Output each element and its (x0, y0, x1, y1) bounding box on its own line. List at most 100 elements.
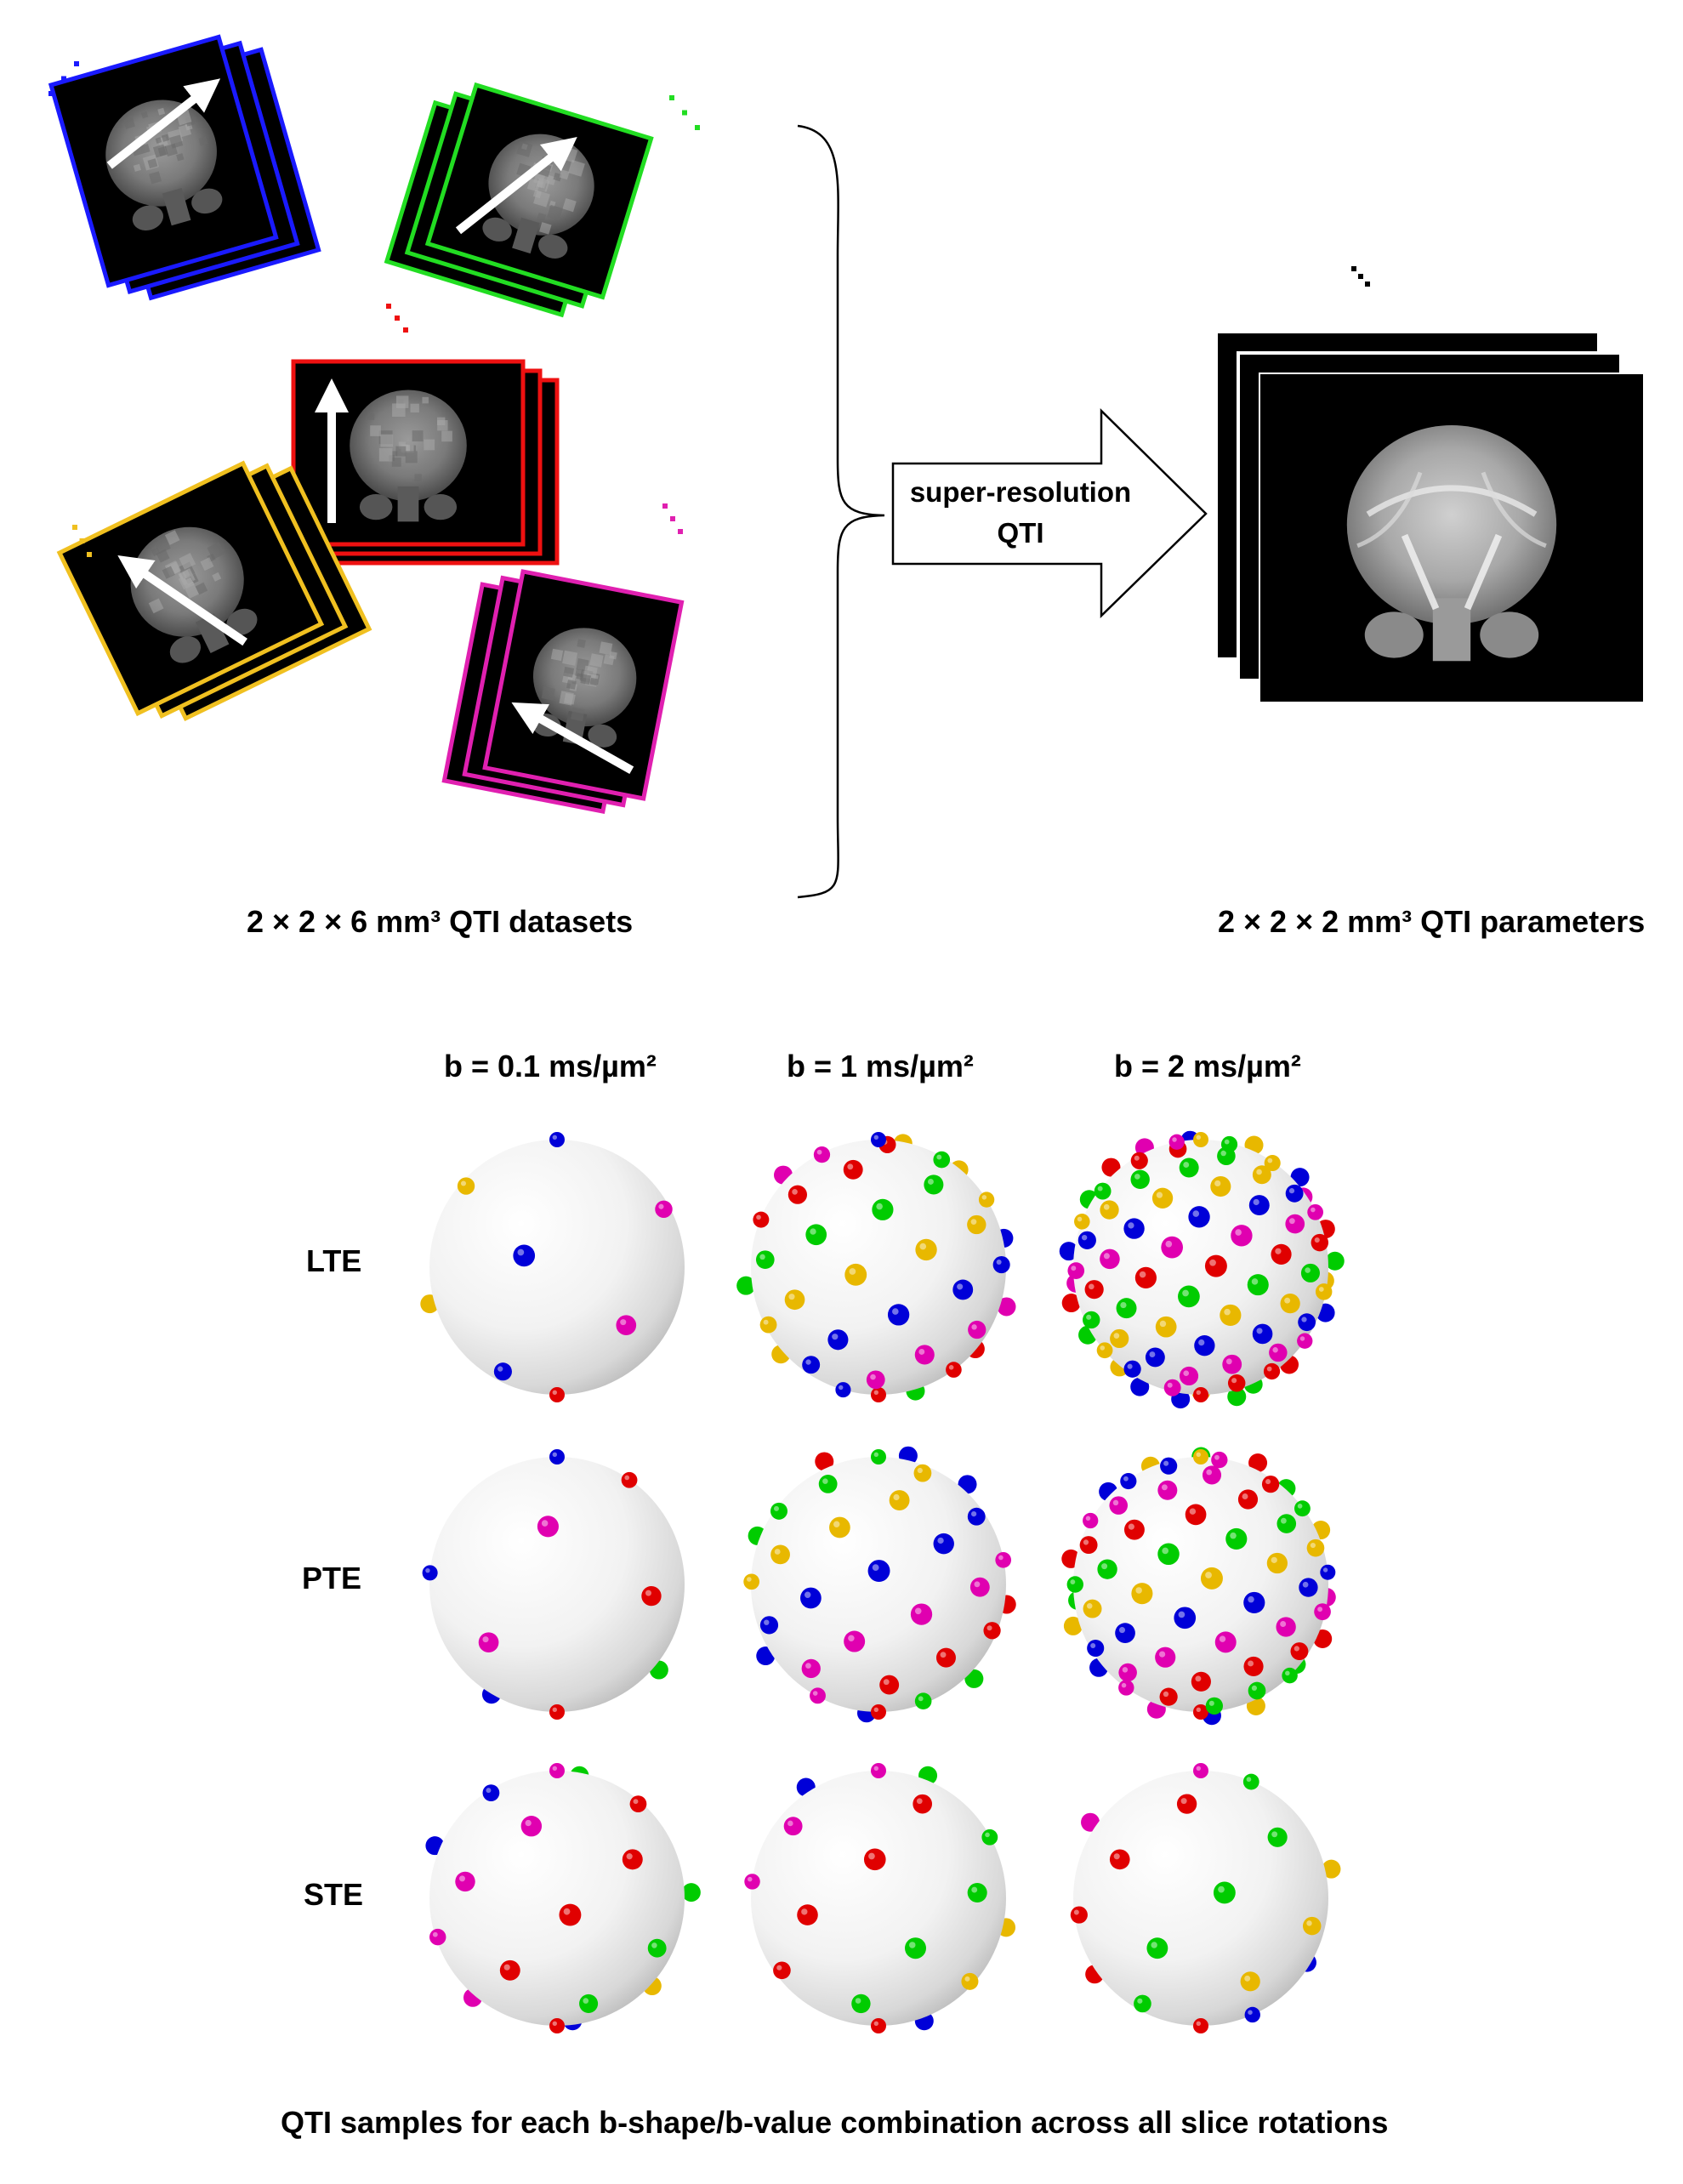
sample-point (1244, 2006, 1260, 2023)
rotation-arrow (117, 555, 247, 646)
sample-point (1109, 1496, 1129, 1515)
sample-point (829, 1516, 850, 1538)
voxel-texture (391, 457, 401, 467)
sample-highlight (1205, 1572, 1212, 1578)
sample-highlight (1302, 1581, 1309, 1588)
sample-point (770, 1544, 790, 1565)
sample-point (1243, 1656, 1264, 1677)
sample-highlight (1214, 1180, 1221, 1187)
sample-point (1134, 1994, 1151, 2013)
sample-highlight (1183, 1162, 1190, 1169)
sample-highlight (970, 1219, 977, 1226)
process-label-1: super-resolution (909, 476, 1132, 508)
sample-highlight (1301, 1317, 1307, 1322)
sample-point (978, 1192, 995, 1208)
sample-highlight (1135, 1587, 1142, 1594)
sample-point (1294, 1500, 1311, 1517)
sample-point (863, 1848, 886, 1871)
sample-point (1248, 1681, 1266, 1700)
sample-highlight (848, 1635, 855, 1642)
sample-point (641, 1585, 662, 1607)
sample-highlight (1163, 1460, 1169, 1466)
sample-point (813, 1146, 831, 1163)
sample-highlight (1159, 1320, 1167, 1328)
sample-highlight (1196, 1452, 1202, 1458)
sample-point (1193, 1763, 1208, 1778)
sample-point (1131, 1583, 1153, 1605)
sphere (743, 1446, 1016, 1723)
curly-brace (797, 124, 885, 899)
voxel-texture (575, 668, 583, 678)
sample-highlight (1248, 1660, 1254, 1667)
sample-point (1191, 1671, 1211, 1692)
sample-point (1307, 1203, 1324, 1220)
sample-point (851, 1993, 871, 2014)
col-label-b01: b = 0.1 ms/µm² (444, 1049, 657, 1083)
sample-point (1248, 1195, 1270, 1216)
sample-point (1298, 1313, 1316, 1332)
sample-highlight (1253, 1198, 1259, 1206)
sample-point (910, 1603, 933, 1625)
sample-highlight (1198, 1339, 1205, 1346)
sample-highlight (974, 1581, 981, 1588)
voxel-texture (533, 190, 550, 208)
slice-frame (48, 34, 279, 288)
sample-point (810, 1687, 826, 1704)
sample-highlight (1310, 1542, 1316, 1549)
sample-highlight (1112, 1499, 1119, 1506)
sample-highlight (792, 1189, 798, 1195)
input-stacks (48, 34, 700, 815)
voxel-texture (553, 172, 562, 182)
sample-highlight (873, 2021, 879, 2026)
sample-highlight (1156, 1192, 1163, 1198)
sample-point (1188, 1206, 1210, 1228)
sample-point (1267, 1827, 1288, 1847)
sample-point (844, 1630, 866, 1652)
sample-highlight (1265, 1479, 1271, 1485)
voxel-texture (133, 163, 141, 172)
sample-point (1176, 1794, 1197, 1814)
sample-highlight (633, 1799, 639, 1805)
sample-point (1130, 1169, 1150, 1189)
sample-point (1123, 1218, 1145, 1239)
sample-point (1118, 1663, 1137, 1682)
sample-highlight (1134, 1155, 1140, 1161)
sample-highlight (552, 1452, 557, 1458)
sample-highlight (1123, 1476, 1129, 1482)
sample-highlight (1101, 1563, 1108, 1570)
sample-point (871, 1449, 886, 1465)
voxel-texture (176, 153, 185, 162)
sample-point (815, 1452, 834, 1471)
sample-highlight (1162, 1547, 1169, 1555)
brain-lobe-right (538, 234, 568, 259)
sample-point (1130, 1152, 1148, 1169)
sample-highlight (776, 1965, 782, 1971)
sample-highlight (1220, 1150, 1226, 1157)
sample-highlight (849, 1268, 856, 1275)
sample-highlight (1163, 1691, 1169, 1698)
voxel-texture (547, 204, 563, 221)
voxel-texture (516, 140, 533, 157)
sample-highlight (971, 1886, 978, 1893)
sample-point (914, 1345, 935, 1365)
voxel-texture (541, 686, 555, 701)
sample-point (549, 1132, 565, 1147)
sample-highlight (1256, 1328, 1263, 1334)
voxel-texture (164, 143, 178, 157)
sample-point (1247, 1274, 1269, 1296)
sample-point (499, 1959, 520, 1981)
sample-point (1087, 1639, 1105, 1658)
sample-highlight (948, 1364, 954, 1370)
sample-highlight (1275, 1248, 1282, 1254)
sample-highlight (1158, 1651, 1166, 1658)
sample-highlight (971, 1324, 977, 1330)
sample-highlight (1085, 1516, 1091, 1521)
brain-lobe-right (191, 188, 223, 214)
sample-point (961, 1972, 979, 1990)
sample-point (1280, 1294, 1300, 1314)
sample-point (889, 1490, 910, 1510)
sphere-body (751, 1771, 1006, 2026)
sample-highlight (583, 1998, 589, 2004)
sample-highlight (1118, 1627, 1126, 1634)
voxel-texture (161, 134, 170, 142)
